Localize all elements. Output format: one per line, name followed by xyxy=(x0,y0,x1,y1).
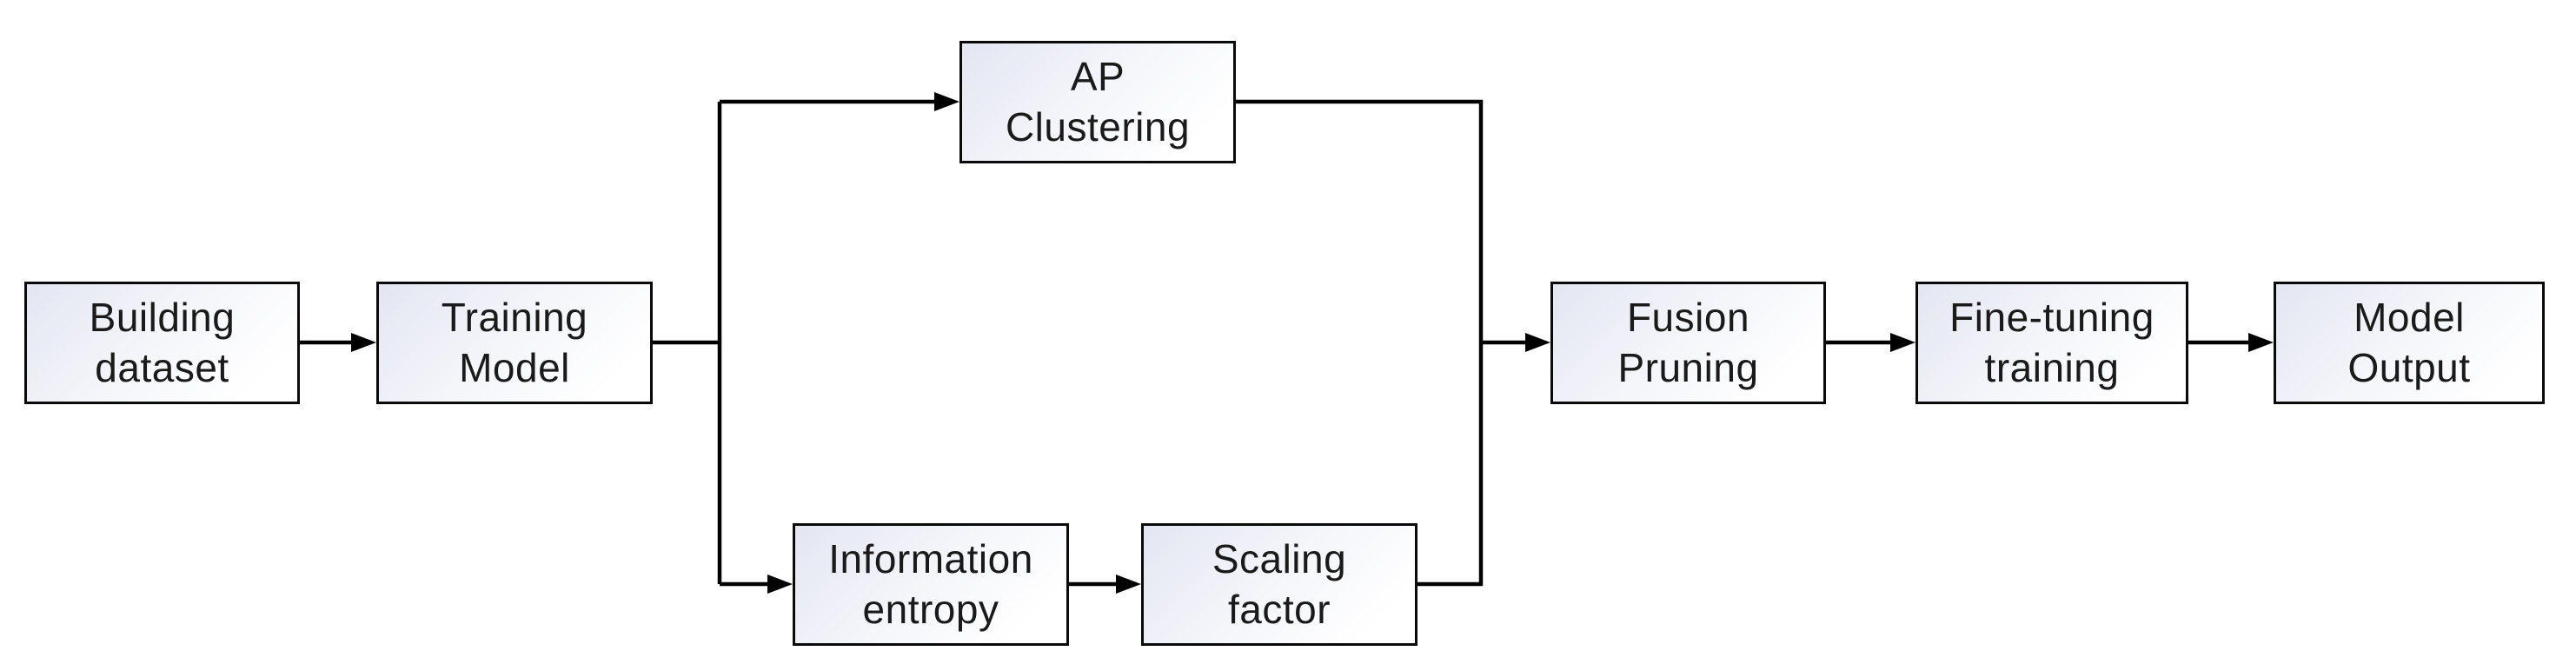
arrowhead xyxy=(934,92,959,111)
node-information-entropy: Information entropy xyxy=(793,523,1069,646)
node-training-model: Training Model xyxy=(376,282,653,404)
node-model-output: Model Output xyxy=(2274,282,2545,404)
node-building-dataset: Building dataset xyxy=(24,282,300,404)
arrowhead xyxy=(1116,575,1141,594)
edge-information-entropy-to-scaling-factor xyxy=(1069,575,1141,594)
node-label-fine-tuning-training: Fine-tuning training xyxy=(1949,295,2154,390)
node-scaling-factor: Scaling factor xyxy=(1141,523,1417,646)
arrowhead xyxy=(1525,333,1550,352)
edge-training-model-to-information-entropy xyxy=(720,575,793,594)
node-label-scaling-factor: Scaling factor xyxy=(1212,536,1347,632)
arrowhead xyxy=(2248,333,2274,352)
edge-training-model-to-ap-clustering xyxy=(720,92,959,111)
edge-merge-rail xyxy=(1236,99,1484,587)
arrowhead xyxy=(1890,333,1915,352)
node-label-information-entropy: Information entropy xyxy=(828,536,1033,632)
edge-training-model-split xyxy=(653,102,722,584)
node-label-building-dataset: Building dataset xyxy=(89,295,236,390)
node-ap-clustering: AP Clustering xyxy=(959,41,1236,163)
edge-fine-tuning-training-to-model-output xyxy=(2188,333,2274,352)
node-label-fusion-pruning: Fusion Pruning xyxy=(1617,295,1759,390)
edge-building-dataset-to-training-model xyxy=(300,333,376,352)
arrowhead xyxy=(351,333,376,352)
node-fine-tuning-training: Fine-tuning training xyxy=(1915,282,2188,404)
node-label-model-output: Model Output xyxy=(2347,295,2471,390)
node-label-ap-clustering: AP Clustering xyxy=(1005,54,1191,149)
edge-merge-to-fusion-pruning xyxy=(1481,333,1550,352)
edge-fusion-pruning-to-fine-tuning-training xyxy=(1826,333,1915,352)
node-label-training-model: Training Model xyxy=(441,295,588,390)
node-fusion-pruning: Fusion Pruning xyxy=(1550,282,1826,404)
arrowhead xyxy=(767,575,793,594)
